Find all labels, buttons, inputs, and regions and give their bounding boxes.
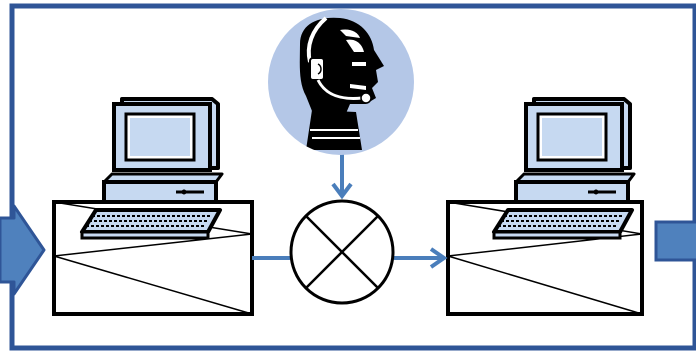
summing-junction-icon <box>289 199 395 305</box>
operator-headset-icon <box>268 9 414 155</box>
output-block-icon <box>654 220 696 262</box>
connector-operator-to-junction <box>331 154 353 200</box>
connector-junction-to-right <box>394 247 448 269</box>
block-arrow-right-icon <box>0 204 46 296</box>
